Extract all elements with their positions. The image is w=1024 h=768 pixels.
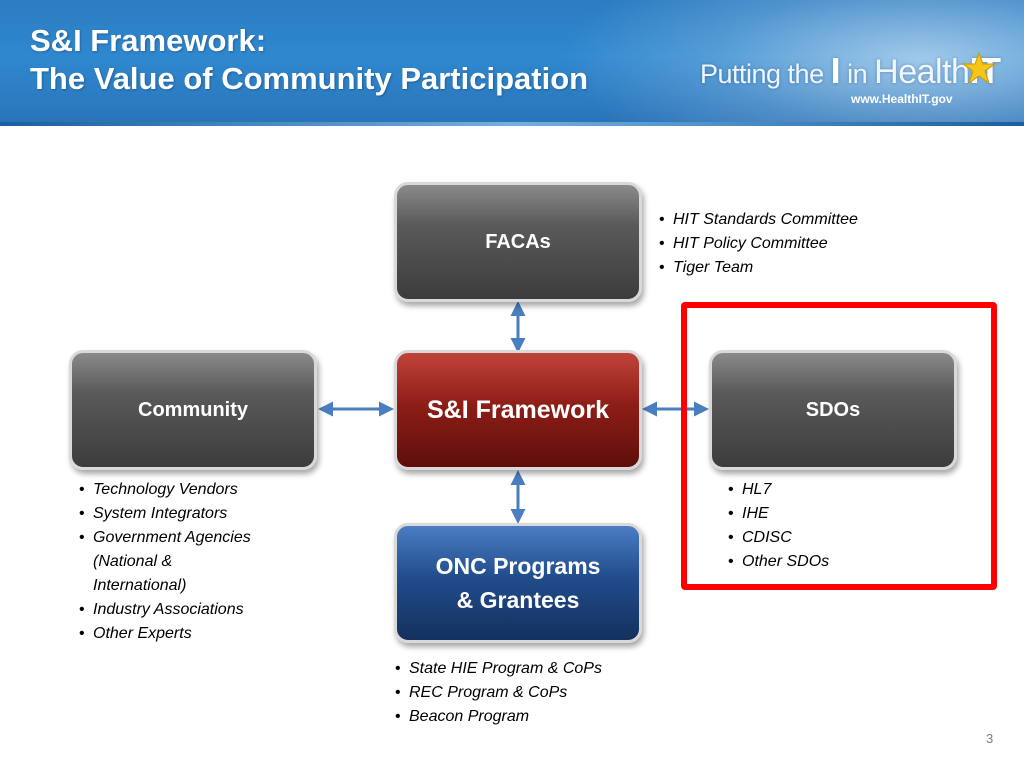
list-item: HL7 bbox=[728, 478, 829, 502]
logo-wordmark: Putting the I in HealthIT bbox=[700, 50, 1001, 92]
star-icon bbox=[962, 52, 996, 85]
list-item: HIT Policy Committee bbox=[659, 232, 858, 256]
list-item-continuation: International) bbox=[93, 577, 187, 594]
list-item: CDISC bbox=[728, 526, 829, 550]
onc-list: State HIE Program & CoPs REC Program & C… bbox=[395, 657, 602, 729]
healthit-logo: Putting the I in HealthIT www.HealthIT.g… bbox=[700, 50, 1001, 110]
logo-text-in: in bbox=[840, 59, 875, 89]
list-item: Industry Associations bbox=[79, 598, 251, 622]
node-onc-label: ONC Programs & Grantees bbox=[435, 553, 601, 613]
title-line-1: S&I Framework: bbox=[30, 23, 267, 58]
list-item: IHE bbox=[728, 502, 829, 526]
node-sdos-label: SDOs bbox=[805, 398, 861, 421]
page-number: 3 bbox=[986, 731, 994, 746]
logo-text-putting: Putting the bbox=[700, 59, 831, 89]
list-item: HIT Standards Committee bbox=[659, 208, 858, 232]
slide-title: S&I Framework: The Value of Community Pa… bbox=[30, 22, 588, 98]
node-facas-label: FACAs bbox=[485, 230, 551, 253]
slide-header: S&I Framework: The Value of Community Pa… bbox=[0, 0, 1024, 126]
logo-text-health: Health bbox=[874, 53, 970, 91]
facas-list: HIT Standards Committee HIT Policy Commi… bbox=[659, 208, 858, 280]
node-facas: FACAs bbox=[394, 182, 642, 302]
sdos-list: HL7 IHE CDISC Other SDOs bbox=[728, 478, 829, 574]
node-community: Community bbox=[69, 350, 317, 470]
list-item: REC Program & CoPs bbox=[395, 681, 602, 705]
logo-url: www.HealthIT.gov bbox=[851, 92, 953, 106]
node-sdos: SDOs bbox=[709, 350, 957, 470]
node-community-label: Community bbox=[138, 398, 248, 421]
node-onc: ONC Programs & Grantees bbox=[394, 523, 642, 643]
list-item-continuation: (National & bbox=[93, 553, 173, 570]
list-item: Other SDOs bbox=[728, 550, 829, 574]
list-item: State HIE Program & CoPs bbox=[395, 657, 602, 681]
list-item: Government Agencies bbox=[79, 526, 251, 550]
node-framework-label: S&I Framework bbox=[426, 395, 609, 424]
sdo-highlight-box bbox=[681, 302, 997, 590]
community-list: Technology Vendors System Integrators Go… bbox=[79, 478, 251, 646]
list-item: Other Experts bbox=[79, 622, 251, 646]
list-item: Beacon Program bbox=[395, 705, 602, 729]
logo-text-i: I bbox=[830, 50, 841, 91]
list-item: Tiger Team bbox=[659, 256, 858, 280]
title-line-2: The Value of Community Participation bbox=[30, 61, 589, 96]
list-item: Technology Vendors bbox=[79, 478, 251, 502]
node-si-framework: S&I Framework bbox=[394, 350, 642, 470]
list-item: System Integrators bbox=[79, 502, 251, 526]
